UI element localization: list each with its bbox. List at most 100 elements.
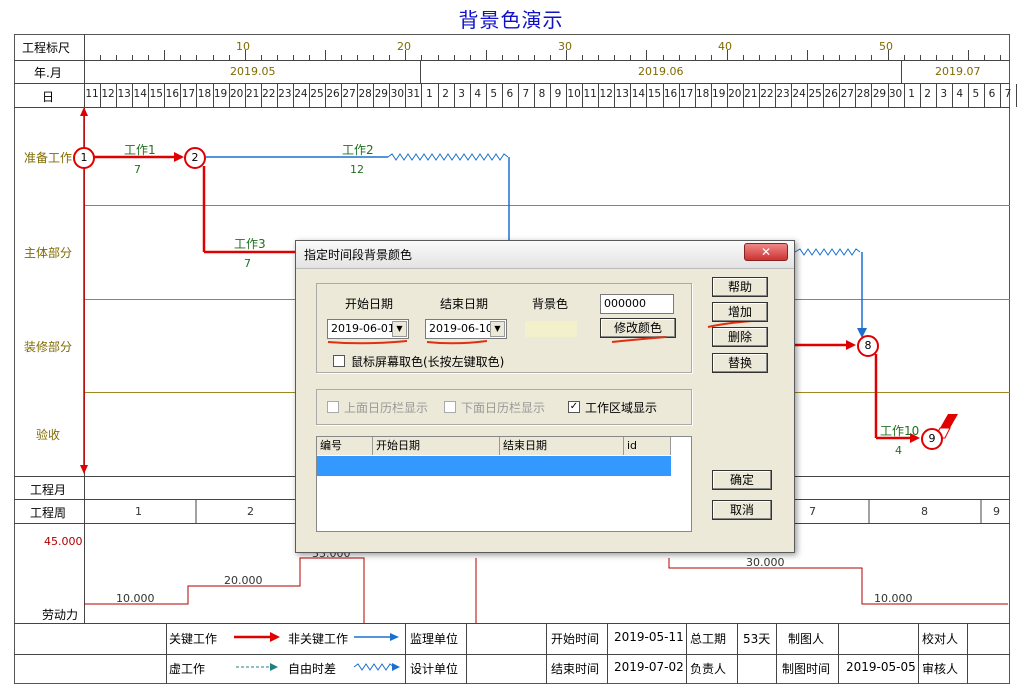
day-cell: 24 — [792, 88, 806, 100]
task-label[interactable]: 工作2 — [342, 143, 374, 157]
task-label[interactable]: 工作3 — [234, 237, 266, 251]
day-cell: 4 — [474, 88, 482, 100]
chevron-down-icon[interactable]: ▼ — [490, 321, 505, 337]
end-date-picker[interactable]: 2019-06-10▼ — [425, 319, 507, 339]
legend-critical: 关键工作 — [169, 632, 218, 646]
lower-calendar-label: 下面日历栏显示 — [461, 401, 546, 415]
day-cell: 26 — [326, 88, 340, 100]
chevron-down-icon[interactable]: ▼ — [392, 321, 407, 337]
node-1[interactable]: 1 — [73, 147, 95, 169]
cancel-button[interactable]: 取消 — [712, 500, 772, 520]
reviewer-label: 审核人 — [922, 662, 959, 676]
day-cell: 16 — [165, 88, 180, 100]
scale-tick — [228, 55, 230, 60]
day-cell: 6 — [506, 88, 514, 100]
labor-value: 10.000 — [116, 592, 155, 605]
day-divider — [485, 84, 487, 107]
month-label: 2019.07 — [935, 65, 981, 78]
day-cell: 1 — [908, 88, 915, 100]
scale-tick — [582, 55, 584, 60]
scale-tick — [389, 55, 391, 60]
upper-calendar-checkbox[interactable] — [327, 401, 339, 413]
start-date-picker[interactable]: 2019-06-01▼ — [327, 319, 409, 339]
node-2[interactable]: 2 — [184, 147, 206, 169]
day-cell: 27 — [840, 88, 854, 100]
day-divider — [533, 84, 535, 107]
col-header[interactable]: 结束日期 — [500, 437, 624, 455]
task-duration: 7 — [244, 257, 251, 270]
upper-calendar-label: 上面日历栏显示 — [344, 401, 429, 415]
total-duration-label: 总工期 — [690, 632, 727, 646]
display-group — [316, 389, 692, 425]
scale-tick — [710, 55, 712, 60]
day-divider — [228, 84, 230, 107]
bg-color-label: 背景色 — [532, 297, 569, 311]
scale-tick — [550, 55, 552, 60]
day-divider — [357, 84, 359, 107]
close-button[interactable]: ✕ — [744, 243, 788, 261]
end-date-value: 2019-06-10 — [429, 322, 493, 335]
day-divider — [678, 84, 680, 107]
day-divider — [742, 84, 744, 107]
change-color-button[interactable]: 修改颜色 — [600, 318, 676, 338]
color-hex-input[interactable]: 000000 — [600, 294, 674, 314]
task-label[interactable]: 工作1 — [124, 143, 156, 157]
lane-label-prep: 准备工作 — [24, 151, 73, 165]
scale-tick — [132, 55, 134, 60]
task-label[interactable]: 工作10 — [880, 424, 920, 438]
scale-tick — [951, 55, 953, 60]
task-duration: 7 — [134, 163, 141, 176]
day-cell: 20 — [229, 88, 244, 100]
table-row[interactable] — [317, 456, 671, 476]
add-button[interactable]: 增加 — [712, 302, 768, 322]
replace-button[interactable]: 替换 — [712, 353, 768, 373]
proj-week-label: 工程周 — [30, 506, 67, 520]
help-button[interactable]: 帮助 — [712, 277, 768, 297]
lane-label-accept: 验收 — [36, 428, 61, 442]
delete-button[interactable]: 删除 — [712, 327, 768, 347]
day-divider — [951, 84, 953, 107]
month-label: 2019.05 — [230, 65, 276, 78]
day-cell: 29 — [374, 88, 388, 100]
chart-title: 背景色演示 — [458, 8, 564, 32]
day-divider — [887, 84, 889, 107]
pick-screen-checkbox[interactable] — [333, 355, 345, 367]
work-area-checkbox[interactable]: ✓ — [568, 401, 580, 413]
col-header[interactable]: id — [624, 437, 671, 455]
legend-float: 自由时差 — [288, 662, 337, 676]
labor-value: 20.000 — [224, 574, 263, 587]
day-cell: 6 — [988, 88, 996, 100]
node-8[interactable]: 8 — [857, 335, 879, 357]
day-divider — [807, 84, 809, 107]
col-header[interactable]: 开始日期 — [373, 437, 500, 455]
col-header[interactable]: 编号 — [317, 437, 373, 455]
day-cell: 13 — [117, 88, 131, 100]
node-9[interactable]: 9 — [921, 428, 943, 450]
checker-label: 校对人 — [922, 632, 959, 646]
labor-value: 30.000 — [746, 556, 785, 569]
day-divider — [453, 84, 455, 107]
week-label: 1 — [135, 505, 142, 518]
ok-button[interactable]: 确定 — [712, 470, 772, 490]
day-row-label: 日 — [42, 90, 55, 104]
day-divider — [839, 84, 841, 107]
day-divider — [260, 84, 262, 107]
scale-tick — [357, 55, 359, 60]
day-divider — [373, 84, 375, 107]
day-cell: 26 — [824, 88, 838, 100]
lower-calendar-checkbox[interactable] — [444, 401, 456, 413]
task-duration: 12 — [350, 163, 364, 176]
day-cell: 28 — [856, 88, 871, 100]
day-divider — [566, 84, 568, 107]
scale-tick-label: 10 — [236, 40, 250, 53]
day-divider — [341, 84, 343, 107]
scale-tick — [260, 55, 262, 60]
day-cell: 15 — [647, 88, 662, 100]
lane-label-main: 主体部分 — [24, 246, 73, 260]
day-divider — [791, 84, 793, 107]
day-divider — [212, 84, 214, 107]
start-time-value: 2019-05-11 — [614, 630, 684, 644]
scale-tick — [758, 55, 760, 60]
scale-tick — [662, 55, 664, 60]
